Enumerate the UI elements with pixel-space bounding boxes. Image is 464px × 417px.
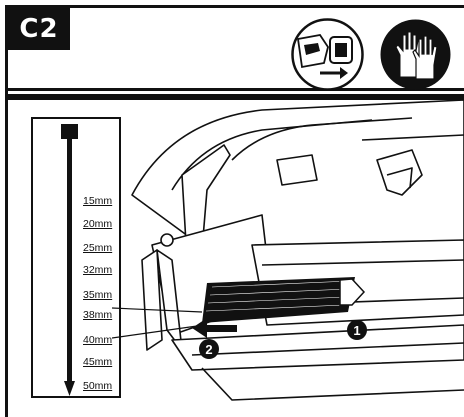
nail-length-scale: 15mm 20mm 25mm 32mm 35mm 38mm 40mm 45mm … bbox=[31, 117, 121, 398]
nailer-illustration bbox=[112, 100, 464, 401]
page-frame bbox=[5, 5, 464, 417]
magazine-removal-icon bbox=[291, 18, 364, 91]
length-label: 50mm bbox=[83, 380, 113, 392]
nail-icon bbox=[61, 124, 78, 396]
length-label: 45mm bbox=[83, 356, 113, 368]
length-label: 35mm bbox=[83, 289, 113, 301]
length-label: 32mm bbox=[83, 264, 113, 276]
header-divider-thick bbox=[5, 94, 464, 100]
step-marker: 2 bbox=[199, 339, 219, 359]
length-label: 38mm bbox=[83, 309, 113, 321]
length-label: 40mm bbox=[83, 334, 113, 346]
length-label: 15mm bbox=[83, 195, 113, 207]
header-divider-thin bbox=[5, 88, 464, 91]
protective-gloves-icon bbox=[380, 19, 451, 90]
step-badge: C2 bbox=[8, 8, 70, 50]
header: C2 bbox=[5, 5, 464, 99]
length-label: 20mm bbox=[83, 218, 113, 230]
length-label: 25mm bbox=[83, 242, 113, 254]
step-marker: 1 bbox=[347, 320, 367, 340]
